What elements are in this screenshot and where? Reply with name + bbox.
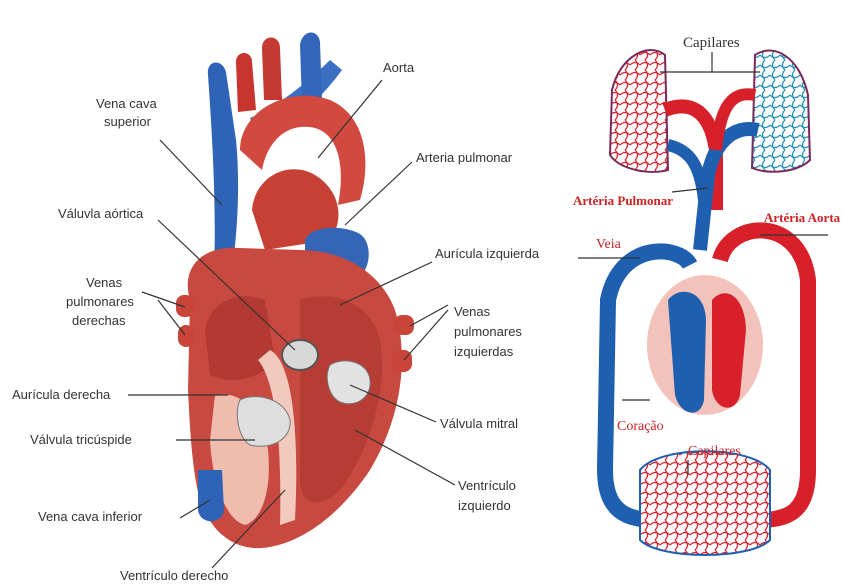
inferior-vena-cava-shape [198, 470, 224, 521]
label-vena-cava-superior-2: superior [104, 114, 152, 129]
label-auricula-derecha: Aurícula derecha [12, 387, 111, 402]
label-capilares-top: Capilares [683, 35, 740, 51]
label-vena-cava-superior-1: Vena cava [96, 96, 157, 111]
label-coracao: Coração [617, 419, 664, 434]
anatomical-heart-illustration [176, 33, 414, 549]
label-arteria-pulmonar: Arteria pulmonar [416, 150, 513, 165]
label-valvula-aortica: Váluvla aórtica [58, 206, 144, 221]
label-capilares-bottom: Capilares [688, 444, 741, 459]
label-valvula-mitral: Válvula mitral [440, 416, 518, 431]
label-ventriculo-izquierdo-1: Ventrículo [458, 478, 516, 493]
label-arteria-pulmonar-schema: Artéria Pulmonar [573, 193, 673, 208]
aortic-branch-2-shape [262, 38, 282, 101]
right-lung-network [752, 51, 810, 172]
label-venas-izq-3: izquierdas [454, 344, 514, 359]
label-ventriculo-derecho: Ventrículo derecho [120, 568, 228, 583]
label-venas-izq-2: pulmonares [454, 324, 522, 339]
label-veia: Veia [596, 237, 622, 252]
aortic-branch-1-shape [236, 53, 256, 112]
mitral-valve-shape [327, 361, 370, 404]
body-capillary-network [640, 451, 770, 555]
left-lung-network [610, 50, 668, 172]
label-venas-izq-1: Venas [454, 304, 491, 319]
label-auricula-izquierda: Aurícula izquierda [435, 246, 540, 261]
right-pulmonary-vein-stub-1 [176, 295, 194, 317]
label-venas-der-2: pulmonares [66, 294, 134, 309]
label-arteria-aorta: Artéria Aorta [764, 210, 841, 225]
left-pulmonary-vein-stub-2 [392, 350, 412, 372]
aortic-valve-shape [282, 340, 318, 370]
label-ventriculo-izquierdo-2: izquierdo [458, 498, 511, 513]
label-aorta: Aorta [383, 60, 415, 75]
label-valvula-tricuspide: Válvula tricúspide [30, 432, 132, 447]
upper-blue-branch-shape [300, 33, 322, 104]
label-venas-der-1: Venas [86, 275, 123, 290]
circulation-diagram [605, 50, 810, 555]
label-vena-cava-inferior: Vena cava inferior [38, 509, 143, 524]
label-venas-der-3: derechas [72, 313, 126, 328]
leader-venas-izq-1 [410, 305, 448, 326]
superior-vena-cava-shape [208, 63, 238, 270]
